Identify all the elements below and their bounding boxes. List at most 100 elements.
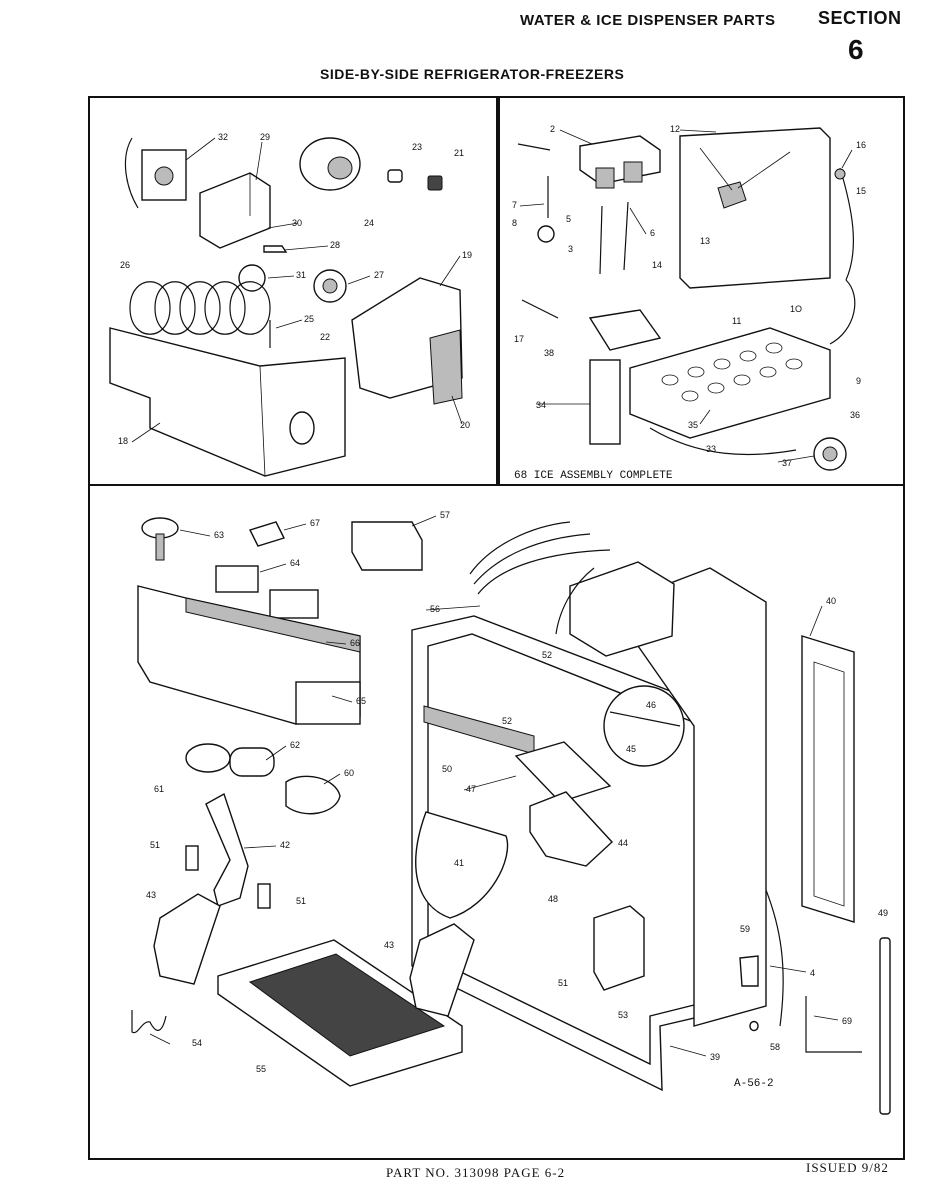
part-9-10-15-16-wire-harness	[829, 167, 856, 345]
part-2-water-valve	[579, 135, 661, 189]
callout-label: 26	[120, 260, 130, 270]
callout-label: 18	[118, 436, 128, 446]
part-69-elbow	[805, 996, 862, 1053]
callout-label: 52	[502, 716, 512, 726]
callout-label: 4	[810, 968, 815, 978]
part-43-actuator-pad-left	[153, 893, 221, 985]
callout-label: 57	[440, 510, 450, 520]
part-28-31-clip-and-spring	[238, 245, 288, 292]
callout-label: 5	[566, 214, 571, 224]
callout-label: 51	[558, 978, 568, 988]
callout-label: 44	[618, 838, 628, 848]
callout-label: 38	[544, 348, 554, 358]
part-7-8-valve-fittings	[537, 176, 555, 243]
callout-label: 64	[290, 558, 300, 568]
dispenser-housing-panel: 63 67 57 64 66 65 56 52 40 52 46 45 62 6…	[88, 484, 905, 1160]
drawing-id: A-56-2	[734, 1078, 774, 1090]
part-65-66-bracket	[137, 585, 361, 725]
assembly-caption: 68 ICE ASSEMBLY COMPLETE	[514, 470, 673, 482]
part-61-62-lamp-socket	[185, 743, 275, 777]
callout-label: 51	[150, 840, 160, 850]
callout-label: 34	[536, 400, 546, 410]
part-33-ice-mold	[629, 327, 831, 439]
callout-label: 2	[550, 124, 555, 134]
callout-label: 14	[652, 260, 662, 270]
callout-label: 41	[454, 858, 464, 868]
part-35-heater-wire	[649, 427, 797, 456]
callout-label: 43	[384, 940, 394, 950]
callout-label: 20	[460, 420, 470, 430]
callout-label: 52	[542, 650, 552, 660]
callout-label: 9	[856, 376, 861, 386]
callout-label: 36	[850, 410, 860, 420]
callout-label: 1O	[790, 304, 802, 314]
section-label: SECTION	[818, 8, 902, 28]
part-21-cap	[427, 175, 443, 191]
callout-label: 49	[878, 908, 888, 918]
part-53-plate	[593, 905, 645, 991]
part-44-48-door-flap	[529, 791, 613, 867]
part-23-bushing	[387, 169, 403, 183]
callout-label: 33	[706, 444, 716, 454]
callout-label: 50	[442, 764, 452, 774]
part-18-mold-body	[109, 327, 346, 477]
part-57-insulation	[351, 521, 423, 571]
callout-label: 58	[770, 1042, 780, 1052]
callout-label: 12	[670, 124, 680, 134]
part-11-12-13-control-panel	[679, 127, 831, 289]
callout-label: 40	[826, 596, 836, 606]
callout-label: 46	[646, 700, 656, 710]
part-58-clip	[749, 1020, 759, 1032]
part-41-actuator-arm	[415, 811, 509, 919]
part-4-water-tube	[765, 889, 784, 1027]
callout-label: 39	[710, 1052, 720, 1062]
callout-label: 32	[218, 132, 228, 142]
part-56-wire-bundle	[469, 521, 611, 595]
callout-label: 37	[782, 458, 792, 468]
part-32-switch	[124, 137, 187, 209]
callout-label: 13	[700, 236, 710, 246]
icemaker-parts-panel: 32 29 23 21 24 30 28 31 26 27 19 25 22 1…	[88, 96, 498, 486]
callout-label: 65	[356, 696, 366, 706]
callout-label: 45	[626, 744, 636, 754]
callout-label: 8	[512, 218, 517, 228]
part-59-clamp	[739, 955, 759, 987]
part-17-fill-cup	[521, 299, 559, 319]
dispenser-housing-drawing: 63 67 57 64 66 65 56 52 40 52 46 45 62 6…	[131, 510, 891, 1115]
callout-label: 54	[192, 1038, 202, 1048]
part-43-actuator-pad-right	[409, 923, 475, 1017]
part-52-46-ice-chute	[555, 561, 675, 657]
callout-labels-c: 63 67 57 64 66 65 56 52 40 52 46 45 62 6…	[146, 510, 888, 1074]
callout-label: 15	[856, 186, 866, 196]
section-number: 6	[848, 34, 865, 65]
page-subtitle: SIDE-BY-SIDE REFRIGERATOR-FREEZERS	[320, 66, 625, 82]
callout-label: 11	[732, 316, 741, 326]
callout-label: 17	[514, 334, 524, 344]
icemaker-parts-drawing: 32 29 23 21 24 30 28 31 26 27 19 25 22 1…	[109, 132, 472, 477]
water-valve-icemaker-panel: 2 12 16 15 7 8 5 6 3 14 13 1O 9 11 17 38…	[498, 96, 905, 486]
callout-label: 7	[512, 200, 517, 210]
part-64-switches	[215, 565, 319, 619]
part-63-switch	[141, 517, 179, 561]
part-36-37-thermostat	[813, 437, 847, 471]
callout-label: 59	[740, 924, 750, 934]
part-24-ejector-cam	[299, 137, 361, 191]
callout-label: 43	[146, 890, 156, 900]
part-47-50-bracket	[423, 705, 612, 803]
part-54-spring	[131, 1010, 167, 1034]
callout-label: 48	[548, 894, 558, 904]
leader-lines-a	[131, 137, 463, 443]
callout-label: 28	[330, 240, 340, 250]
callout-label: 16	[856, 140, 866, 150]
callout-label: 60	[344, 768, 354, 778]
part-27-knob	[313, 269, 347, 303]
part-45-detail-circle	[603, 685, 685, 767]
callout-label: 47	[466, 784, 476, 794]
water-valve-icemaker-drawing: 2 12 16 15 7 8 5 6 3 14 13 1O 9 11 17 38…	[512, 124, 866, 482]
leader-lines-c	[149, 515, 839, 1057]
callout-label: 19	[462, 250, 472, 260]
part-34-38-support-bracket	[588, 309, 662, 445]
callout-label: 69	[842, 1016, 852, 1026]
part-20-insulator	[429, 329, 463, 405]
callout-label: 61	[154, 784, 164, 794]
